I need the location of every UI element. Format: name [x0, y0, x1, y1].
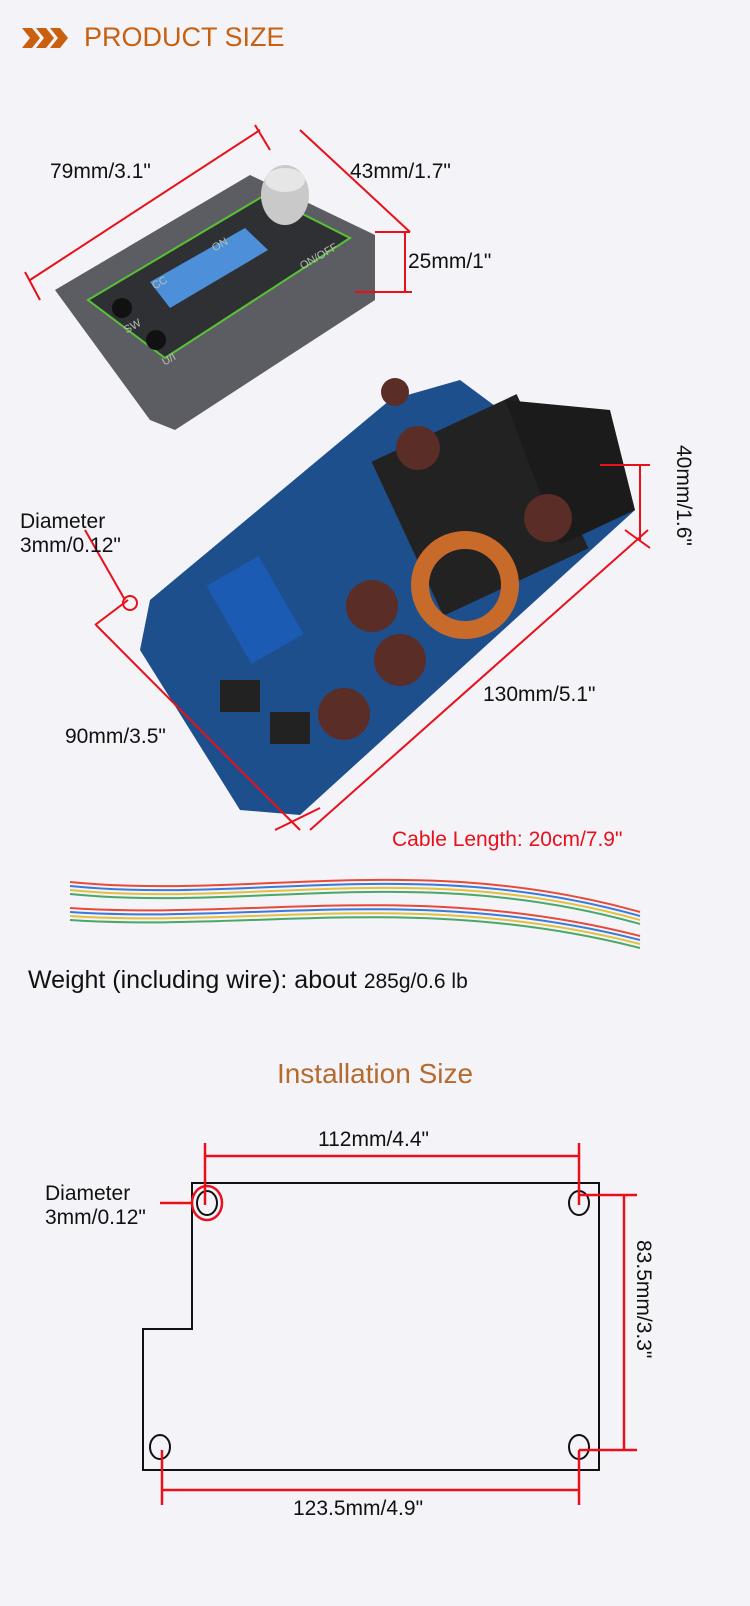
installation-dimension-lines [160, 1143, 637, 1505]
module-height-label: 25mm/1" [408, 250, 492, 273]
board-dimension-lines [84, 464, 651, 831]
mount-hole [196, 1190, 218, 1216]
installation-bottom-label: 123.5mm/4.9" [293, 1497, 424, 1520]
cable-photo [69, 878, 641, 949]
diameter-value: 3mm/0.12" [45, 1206, 146, 1229]
triple-chevron-icon [22, 28, 68, 48]
board-photo [140, 378, 635, 815]
installation-top-label: 112mm/4.4" [318, 1128, 429, 1151]
board-height-label: 40mm/1.6" [672, 445, 695, 546]
installation-outline [142, 1182, 600, 1471]
board-length-label: 130mm/5.1" [483, 683, 596, 706]
display-dimension-lines [24, 124, 412, 301]
diameter-title: Diameter [20, 510, 106, 533]
weight-label: Weight (including wire): about [28, 966, 364, 994]
installation-title: Installation Size [276, 1058, 474, 1089]
diameter-value: 3mm/0.12" [20, 534, 121, 557]
board-hole-diameter-label: Diameter 3mm/0.12" [20, 510, 121, 558]
mount-hole [149, 1434, 171, 1460]
module-depth-label: 43mm/1.7" [350, 160, 451, 183]
cable-length-label: Cable Length: 20cm/7.9" [392, 828, 623, 851]
page-title: PRODUCT SIZE [84, 22, 285, 52]
module-width-label: 79mm/3.1" [50, 160, 151, 183]
installation-side-label: 83.5mm/3.3" [632, 1240, 655, 1359]
diameter-title: Diameter [45, 1182, 131, 1205]
board-width-label: 90mm/3.5" [65, 725, 166, 748]
weight-text: Weight (including wire): about 285g/0.6 … [28, 966, 468, 995]
installation-hole-diameter-label: Diameter 3mm/0.12" [45, 1182, 146, 1230]
display-module-photo [55, 165, 375, 430]
weight-value: 285g/0.6 lb [363, 970, 468, 993]
